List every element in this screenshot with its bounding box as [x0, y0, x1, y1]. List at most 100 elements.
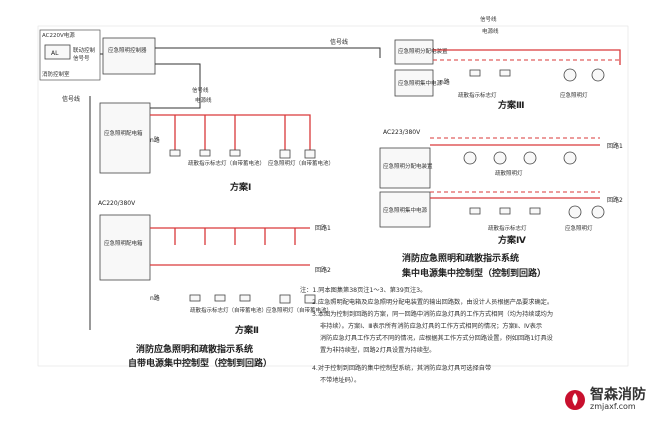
brand-url: zmjaxf.com — [590, 402, 636, 411]
s2-light-icon-2 — [304, 294, 316, 304]
s1-sign-icon-1 — [169, 149, 181, 157]
s2-box-label: 应急照明配电箱 — [104, 239, 143, 247]
s3-light-icon-2 — [591, 68, 605, 82]
right-title-2: 集中电源集中控制型（控制到回路） — [401, 267, 546, 279]
s4-lights-label: 疏散照明灯 — [495, 169, 523, 177]
s3-devices — [469, 68, 605, 82]
s2-scheme-label: 方案Ⅱ — [235, 324, 259, 336]
s4-l2-light-1 — [568, 205, 582, 219]
s2-sign-icon-2 — [214, 294, 226, 302]
signal-label: 信号号 — [73, 54, 90, 62]
controller-label: 应急照明控制器 — [108, 46, 147, 54]
signal-line-label-left: 信号线 — [62, 95, 80, 103]
s3-scheme-label: 方案Ⅲ — [498, 99, 525, 111]
notes-block: 注：1.同本图集第38页注1～3、第39页注3。 2.应急照明配电箱及应急照明分… — [300, 286, 553, 384]
s2-box — [99, 214, 151, 281]
s1-sign-icon-3 — [229, 149, 241, 157]
s4-l2-sign-3 — [529, 207, 541, 215]
s3-power: 电源线 — [482, 27, 499, 35]
s1-box-label: 应急照明配电箱 — [104, 129, 143, 137]
s1-box — [99, 102, 151, 174]
s4-signs-label: 疏散指示标志灯 — [488, 224, 527, 232]
link-label: 联动控制 — [73, 46, 96, 54]
s4-box1-label: 应急照明分配电装置 — [383, 162, 433, 170]
brand-logo-icon — [565, 389, 585, 410]
s1-signal: 信号线 — [192, 86, 209, 94]
s3-branch — [433, 49, 621, 65]
s4-l1-light-2 — [493, 151, 507, 165]
s1-light-icon-2 — [304, 149, 316, 159]
s2-ac-label: AC220/380V — [98, 200, 136, 207]
s1-branch-1 — [150, 114, 311, 150]
s3-n-route: n路 — [440, 78, 450, 86]
s1-light-icon-1 — [279, 149, 291, 159]
s4-loop1: 回路1 — [607, 142, 623, 150]
s1-scheme-label: 方案Ⅰ — [230, 181, 251, 193]
s3-light-icon-1 — [563, 68, 577, 82]
s1-power: 电源线 — [195, 96, 212, 104]
s3-signal: 信号线 — [480, 15, 497, 23]
s2-n-route: n路 — [150, 294, 160, 302]
note-line: 3.本图为控制到回路的方案，同一回路中消防应急灯具的工作方式相同（均为持续或均为 — [312, 310, 553, 318]
note-line: 置为非持续型，回路2灯具设置为持续型。 — [320, 346, 435, 354]
s3-lights-label: 应急照明灯 — [560, 91, 588, 99]
signal-bus-top — [155, 47, 381, 58]
note-line: 注：1.同本图集第38页注1～3、第39页注3。 — [300, 286, 426, 294]
s1-sign-icon-2 — [199, 149, 211, 157]
s2-lights-label: 应急照明灯（自带蓄电池） — [266, 306, 332, 314]
brand-name: 智森消防 — [590, 387, 646, 403]
s3-box2 — [394, 69, 434, 97]
s4-box1 — [379, 147, 431, 189]
controller-box — [102, 37, 156, 75]
s4-l2-sign-1 — [469, 207, 481, 215]
s3-sign-icon-1 — [469, 69, 481, 77]
note-line: 不带地址码）。 — [320, 376, 360, 384]
note-line: 2.应急照明配电箱及应急照明分配电装置的输出回路数，由设计人员根据产品要求确定。 — [312, 298, 553, 306]
signal-line-label: 信号线 — [330, 38, 348, 46]
left-title-1: 消防应急照明和疏散指示系统 — [136, 343, 253, 355]
s4-loop2-devices — [469, 205, 605, 219]
source-panel-frame — [39, 29, 101, 81]
s4-l1-light-4 — [563, 151, 577, 165]
note-line: 非持续）。方案Ⅰ、Ⅲ表示所有消防应急灯具的工作方式相同的情况；方案Ⅱ、Ⅳ表示 — [320, 322, 542, 330]
s4-loop1-devices — [463, 151, 577, 165]
s4-l1-light-3 — [523, 151, 537, 165]
s3-sign-icon-2 — [499, 69, 511, 77]
s4-l2-sign-2 — [499, 207, 511, 215]
al-label: AL — [51, 50, 59, 57]
source-panel: AC220V电源 AL 联动控制 信号号 消防控制室 — [39, 29, 101, 81]
s1-n-route: n路 — [150, 136, 160, 144]
note-line: 消防应急灯具工作方式不同的情况，应根据其工作方式分回路设置，例如回路1灯具设 — [320, 334, 553, 342]
right-title-1: 消防应急照明和疏散指示系统 — [402, 252, 519, 264]
control-room-label: 消防控制室 — [42, 70, 70, 78]
s1-devices — [169, 149, 316, 159]
s2-signs-label: 疏散指示标志灯（自带蓄电池） — [190, 306, 267, 314]
s4-scheme-label: 方案Ⅳ — [498, 234, 526, 246]
s4-box2 — [379, 191, 431, 228]
s3-signs-label: 疏散指示标志灯 — [458, 91, 497, 99]
s3-box2-label: 应急照明集中电源 — [398, 79, 443, 87]
signal-bus-s1 — [150, 63, 201, 109]
s3-box1 — [394, 39, 434, 65]
s1-signs-label: 疏散指示标志灯（自带蓄电池） — [188, 159, 265, 167]
s2-devices — [189, 294, 316, 304]
al-box — [44, 44, 71, 60]
left-title-2: 自带电源集中控制型（控制到回路） — [128, 357, 272, 369]
s4-box2-label: 应急照明集中电源 — [383, 206, 428, 214]
s2-loop1-drops — [174, 228, 296, 245]
s3-box1-label: 应急照明分配电装置 — [398, 47, 448, 55]
watermark: 智森消防 zmjaxf.com — [564, 388, 646, 411]
s2-light-icon-1 — [279, 294, 291, 304]
s4-l1-light-1 — [463, 151, 477, 165]
s2-sign-icon-3 — [239, 294, 251, 302]
s4-l2-light-2 — [591, 205, 605, 219]
s4-loop2: 回路2 — [607, 196, 623, 204]
s4-ac-label: AC223/380V — [383, 129, 421, 136]
note-line: 4.对于控制到回路的集中控制型系统，其消防应急灯具可选择自带 — [312, 364, 491, 372]
s2-sign-icon-1 — [189, 294, 201, 302]
source-title: AC220V电源 — [42, 31, 75, 39]
s2-loop1: 回路1 — [315, 224, 331, 232]
drawing-frame — [37, 25, 629, 367]
